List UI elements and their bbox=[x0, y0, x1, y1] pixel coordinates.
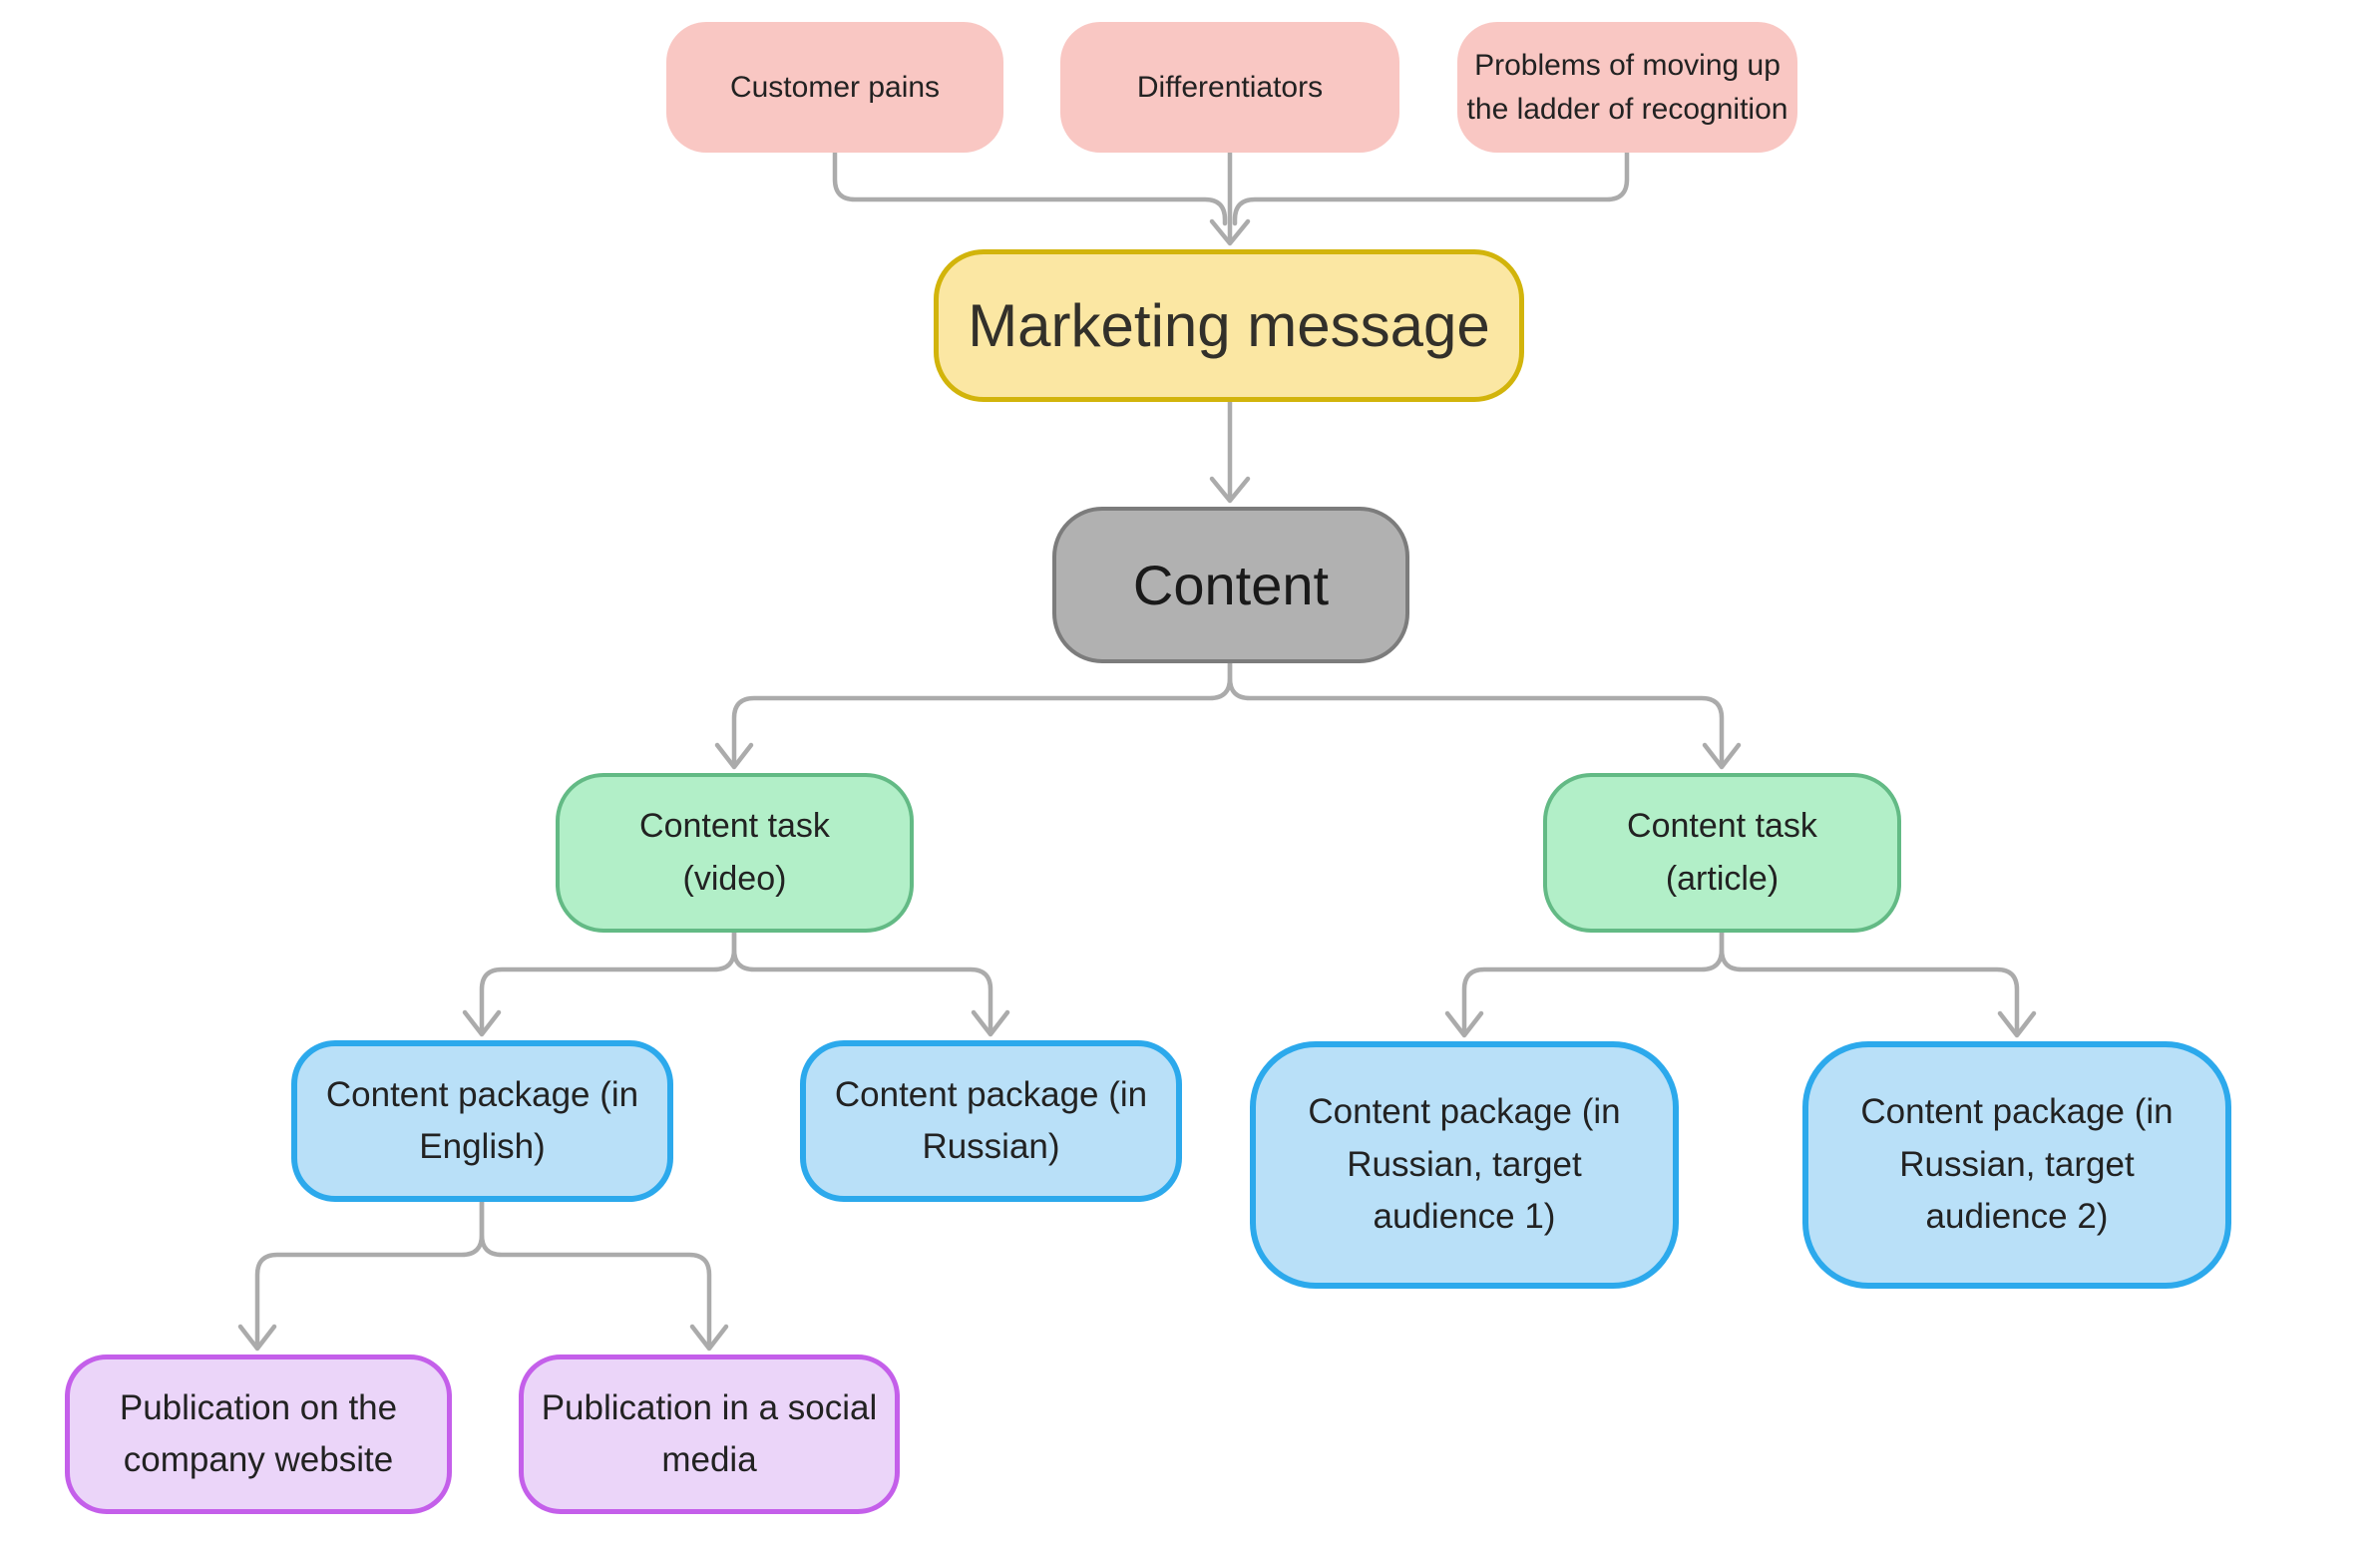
edge-problems-to-marketing bbox=[1232, 150, 1630, 226]
arrowhead-content bbox=[1209, 476, 1251, 504]
node-content-task-article: Content task (article) bbox=[1543, 773, 1901, 933]
edge-english-to-publication-website bbox=[254, 1199, 485, 1348]
arrowhead-package-english bbox=[462, 1009, 502, 1037]
node-problems-ladder: Problems of moving up the ladder of reco… bbox=[1457, 22, 1797, 153]
edge-article-to-package-ru2 bbox=[1719, 930, 2020, 1034]
edge-content-to-task-article bbox=[1227, 660, 1725, 766]
edge-video-to-package-english bbox=[479, 930, 737, 1033]
arrowhead-publication-social bbox=[689, 1324, 729, 1352]
edge-customer-pains-to-marketing bbox=[832, 150, 1228, 226]
node-package-russian-audience-2: Content package (in Russian, target audi… bbox=[1802, 1041, 2231, 1289]
node-publication-website: Publication on the company website bbox=[65, 1354, 452, 1514]
edge-english-to-publication-social bbox=[479, 1199, 712, 1348]
arrowhead-package-russian bbox=[971, 1009, 1010, 1037]
node-publication-social: Publication in a social media bbox=[519, 1354, 900, 1514]
edge-video-to-package-russian bbox=[731, 930, 993, 1033]
node-customer-pains: Customer pains bbox=[666, 22, 1003, 153]
arrowhead-publication-website bbox=[237, 1324, 277, 1352]
arrowhead-marketing bbox=[1209, 218, 1251, 246]
node-content: Content bbox=[1052, 507, 1409, 663]
arrowhead-task-article bbox=[1702, 742, 1742, 770]
edge-content-to-task-video bbox=[731, 660, 1233, 766]
arrowhead-package-ru1 bbox=[1444, 1010, 1484, 1038]
node-package-russian-audience-1: Content package (in Russian, target audi… bbox=[1250, 1041, 1679, 1289]
node-differentiators: Differentiators bbox=[1060, 22, 1399, 153]
node-marketing-message: Marketing message bbox=[934, 249, 1524, 402]
arrowhead-task-video bbox=[714, 742, 754, 770]
arrowhead-package-ru2 bbox=[1997, 1010, 2037, 1038]
node-package-english: Content package (in English) bbox=[291, 1040, 673, 1202]
node-package-russian: Content package (in Russian) bbox=[800, 1040, 1182, 1202]
node-content-task-video: Content task (video) bbox=[556, 773, 914, 933]
edge-article-to-package-ru1 bbox=[1461, 930, 1725, 1034]
